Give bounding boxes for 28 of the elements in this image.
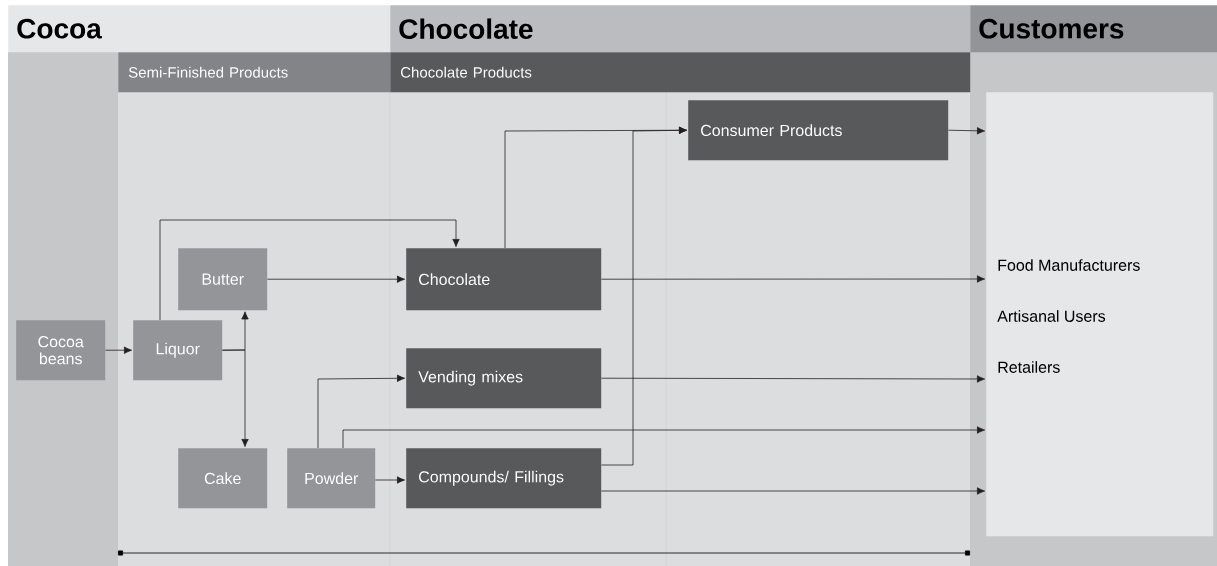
section-band: Semi-Finished Products	[118, 52, 391, 93]
product-box: Consumer Products	[688, 100, 949, 161]
arrow	[159, 219, 460, 321]
arrow	[601, 375, 985, 383]
product-box: Chocolate	[406, 248, 602, 311]
column-header: Customers	[970, 5, 1217, 53]
arrow	[948, 127, 985, 135]
arrow	[375, 476, 405, 484]
process-box: Cocoa beans	[16, 320, 106, 381]
product-box: Vending mixes	[406, 348, 602, 409]
process-box: Butter	[178, 248, 268, 311]
customer-panel: Food Manufacturers Artisanal Users Retailers	[986, 92, 1214, 537]
section-band: Chocolate Products	[390, 52, 971, 93]
arrow	[342, 426, 985, 449]
column-header: Chocolate	[390, 5, 971, 53]
arrow	[601, 487, 985, 495]
arrow	[267, 275, 405, 283]
process-box: Cake	[178, 448, 268, 509]
process-box: Powder	[287, 448, 376, 509]
process-box: Liquor	[133, 320, 223, 381]
arrow	[317, 374, 405, 449]
arrow	[504, 126, 687, 249]
arrow	[601, 126, 687, 466]
column-header: Cocoa	[8, 5, 391, 53]
arrow	[222, 349, 249, 447]
arrow	[601, 275, 985, 283]
arrow	[105, 346, 132, 354]
product-box: Compounds/ Fillings	[406, 448, 602, 509]
